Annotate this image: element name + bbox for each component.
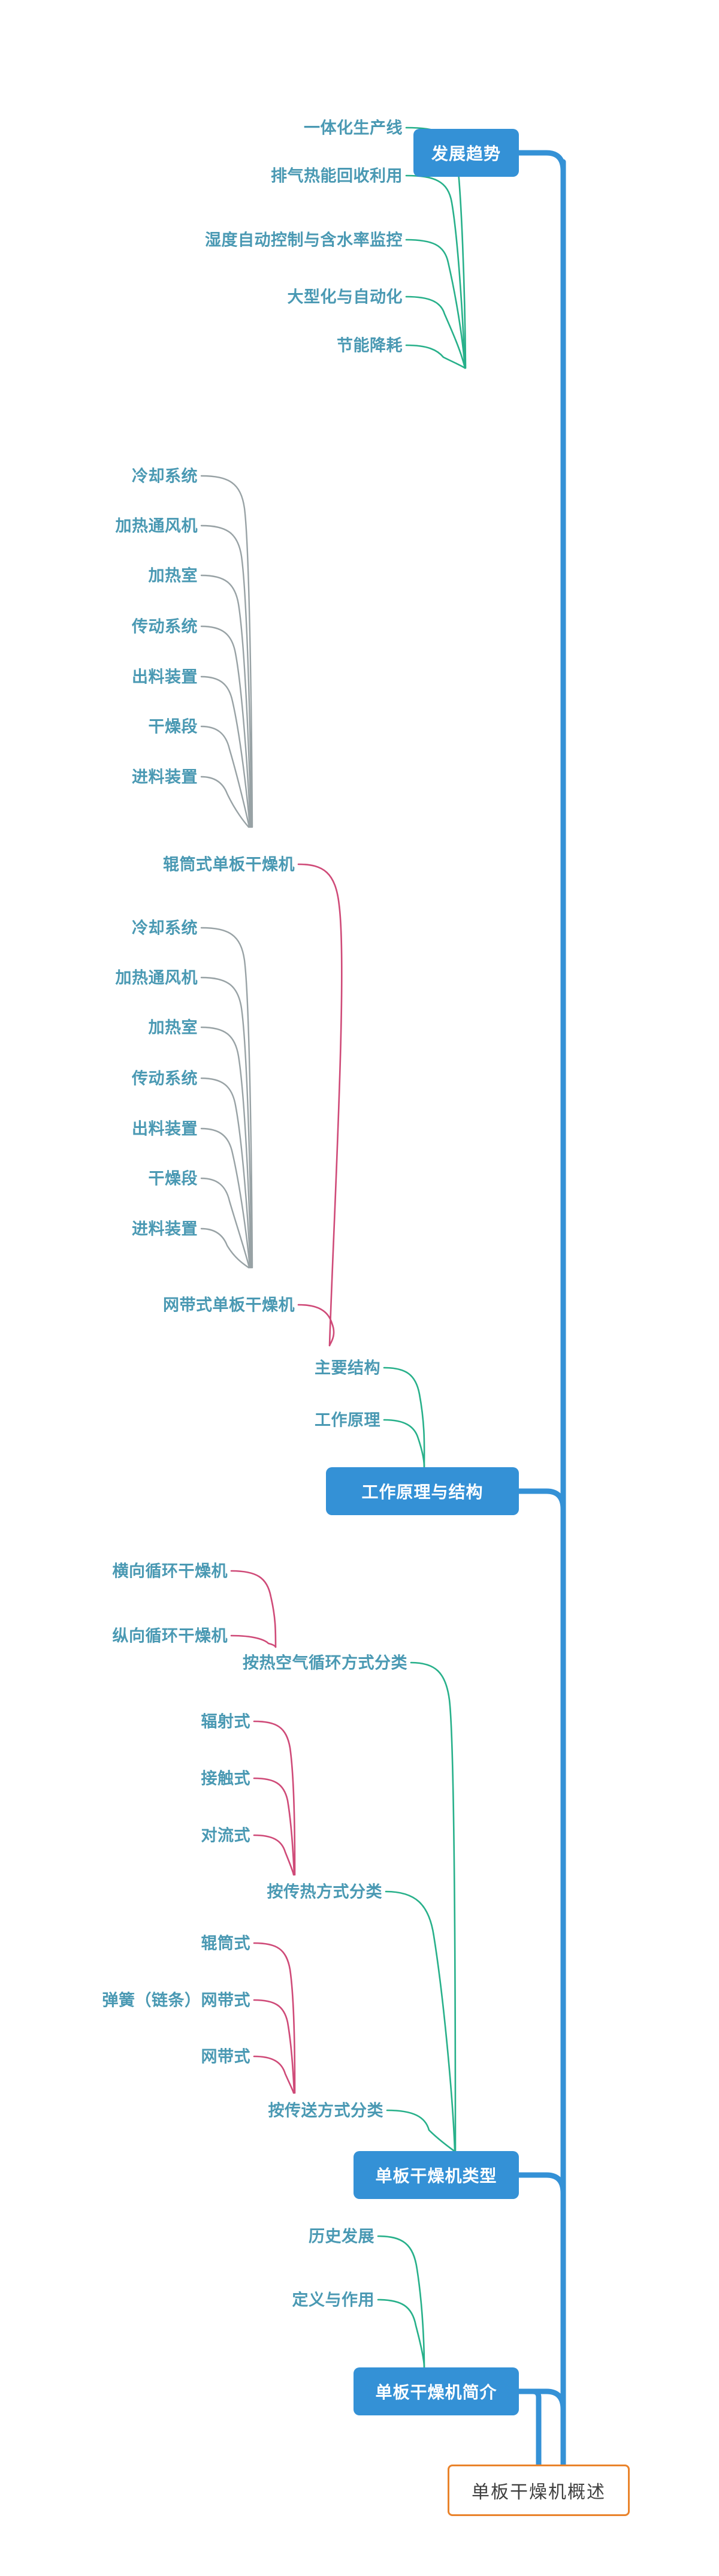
wires-gray-group2 — [200, 927, 253, 1269]
trunk-blue — [516, 150, 566, 2468]
leaf-label-g1-lengque-xitong[interactable]: 冷却系统 — [132, 467, 198, 485]
leaf-label-an-rekongqi-xunhuan-fenlei[interactable]: 按热空气循环方式分类 — [243, 1654, 407, 1672]
leaf-label-g1-ganzaoduan[interactable]: 干燥段 — [148, 717, 198, 736]
leaf-label-g1-jiare-tongfengji[interactable]: 加热通风机 — [115, 517, 198, 535]
wires-pink-conv — [253, 1942, 296, 2094]
leaf-label-zongxiang-xunhuan-ganzaoji[interactable]: 纵向循环干燥机 — [112, 1627, 228, 1645]
leaf-label-an-chuanre-fangshi-fenlei[interactable]: 按传热方式分类 — [267, 1883, 382, 1901]
branch-node-gongzuoyuanli-yu-jiegou[interactable]: 工作原理与结构 — [326, 1467, 519, 1515]
wires-green-work — [383, 1367, 425, 1468]
leaf-label-g2-ganzaoduan[interactable]: 干燥段 — [148, 1169, 198, 1188]
wires-gray-group1 — [200, 475, 253, 828]
leaf-label-fushe-shi[interactable]: 辐射式 — [201, 1712, 250, 1731]
leaf-label-paiqi-renengshouhui[interactable]: 排气热能回收利用 — [271, 167, 403, 185]
root-node-danban-ganzaoji-gaishu[interactable]: 单板干燥机概述 — [448, 2465, 630, 2516]
leaf-label-jieneng-jianghao[interactable]: 节能降耗 — [337, 336, 403, 355]
leaf-label-g1-jinliao-zhuangzhi[interactable]: 进料装置 — [132, 768, 198, 786]
leaf-label-shidu-zidongkongzhi[interactable]: 湿度自动控制与含水率监控 — [205, 231, 403, 249]
wires-green-intro — [377, 2235, 425, 2369]
wires-pink-heat — [253, 1720, 296, 1876]
leaf-label-hengxiang-xunhuan-ganzaoji[interactable]: 横向循环干燥机 — [112, 1562, 228, 1580]
leaf-label-gongzuo-yuanli[interactable]: 工作原理 — [315, 1411, 380, 1429]
leaf-label-duiliu-shi[interactable]: 对流式 — [201, 1826, 250, 1845]
leaf-label-jiechu-shi[interactable]: 接触式 — [201, 1769, 250, 1788]
leaf-label-daxinghua-zidonghua[interactable]: 大型化与自动化 — [287, 288, 403, 306]
wires-green-types — [385, 1661, 457, 2152]
leaf-label-lishi-fazhan[interactable]: 历史发展 — [309, 2227, 374, 2246]
leaf-label-g2-lengque-xitong[interactable]: 冷却系统 — [132, 919, 198, 937]
leaf-label-yitihua-shengchanxian[interactable]: 一体化生产线 — [304, 119, 403, 137]
leaf-label-guntong-shi[interactable]: 辊筒式 — [201, 1934, 250, 1953]
leaf-label-g1-chuandong-xitong[interactable]: 传动系统 — [132, 617, 198, 636]
leaf-label-g2-jinliao-zhuangzhi[interactable]: 进料装置 — [132, 1220, 198, 1238]
leaf-label-wangdaishi-danban-ganzaoji[interactable]: 网带式单板干燥机 — [163, 1296, 295, 1314]
leaf-label-g1-chuliao-zhuangzhi[interactable]: 出料装置 — [132, 668, 198, 686]
leaf-label-guntongshi-danban-ganzaoji[interactable]: 辊筒式单板干燥机 — [163, 855, 295, 874]
leaf-label-an-chuansong-fangshi-fenlei[interactable]: 按传送方式分类 — [268, 2101, 383, 2120]
leaf-label-g1-jiarishi[interactable]: 加热室 — [148, 566, 198, 585]
trunk-blue-lower — [516, 2388, 566, 2468]
leaf-label-tanhuang-lianTiao-wangdaishi[interactable]: 弹簧（链条）网带式 — [102, 1991, 250, 2010]
leaf-label-dingyi-yu-zuoyong[interactable]: 定义与作用 — [292, 2291, 374, 2309]
wires-pink-air — [230, 1570, 277, 1648]
leaf-label-wangdai-shi[interactable]: 网带式 — [201, 2047, 250, 2066]
leaf-label-g2-jiarishi[interactable]: 加热室 — [148, 1018, 198, 1037]
branch-node-danban-ganzaoji-jianjie[interactable]: 单板干燥机简介 — [354, 2367, 519, 2415]
leaf-label-g2-chuandong-xitong[interactable]: 传动系统 — [132, 1069, 198, 1088]
leaf-label-g2-chuliao-zhuangzhi[interactable]: 出料装置 — [132, 1120, 198, 1138]
wires-pink-struct — [297, 863, 343, 1347]
branch-node-danban-ganzaoji-leixing[interactable]: 单板干燥机类型 — [354, 2151, 519, 2199]
branch-node-fazhanqushi[interactable]: 发展趋势 — [413, 129, 519, 177]
leaf-label-g2-jiare-tongfengji[interactable]: 加热通风机 — [115, 969, 198, 987]
leaf-label-zhuyao-jiegou[interactable]: 主要结构 — [315, 1359, 380, 1377]
